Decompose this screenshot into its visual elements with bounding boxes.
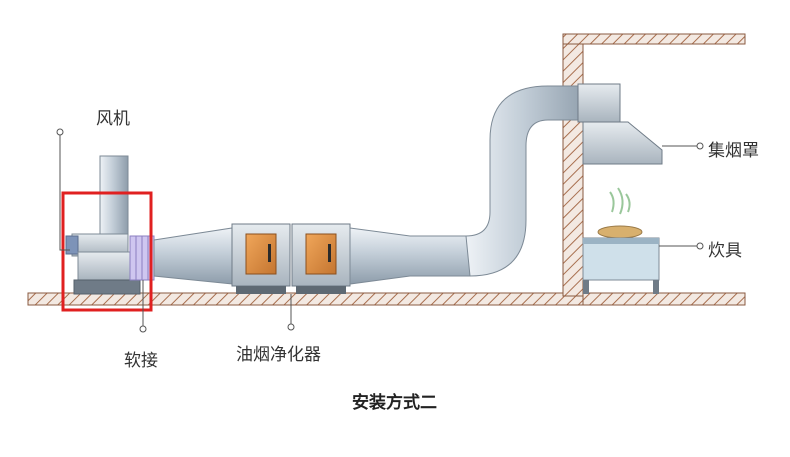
hood-connector: [577, 83, 621, 123]
label-soft-joint: 软接: [124, 351, 158, 371]
stove: [582, 187, 660, 294]
label-hood: 集烟罩: [708, 141, 759, 161]
label-purifier: 油烟净化器: [236, 345, 321, 365]
fan-unit: [65, 155, 141, 295]
purifier-unit-2: [291, 223, 351, 294]
purifier-unit-1: [231, 223, 291, 294]
label-fan: 风机: [96, 109, 130, 129]
diagram-caption: 安装方式二: [352, 393, 437, 413]
floor: [27, 292, 746, 306]
leader-lines: [56, 128, 704, 333]
duct-inlet: [153, 227, 233, 285]
duct-outlet: [349, 227, 471, 285]
label-stove: 炊具: [708, 241, 742, 261]
highlight-box: [61, 191, 153, 312]
exhaust-hood: [582, 121, 663, 165]
